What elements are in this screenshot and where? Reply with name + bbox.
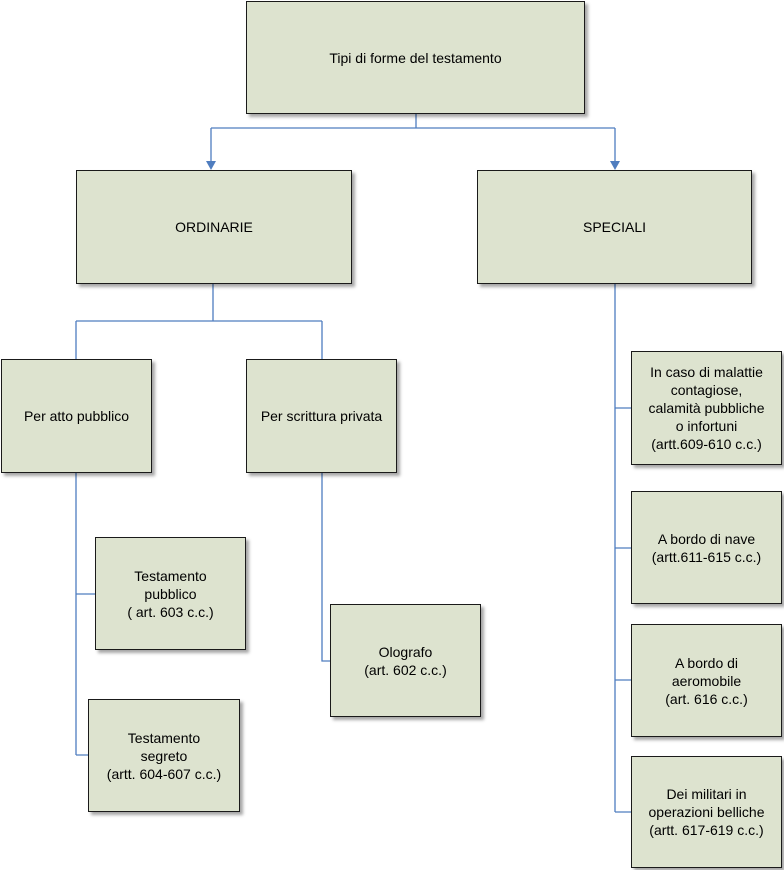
node-nave-label: A bordo di nave (artt.611-615 c.c.) <box>651 530 762 565</box>
node-atto-pubblico: Per atto pubblico <box>1 359 152 473</box>
arrow-speciali <box>610 161 620 170</box>
node-root-label: Tipi di forme del testamento <box>329 49 502 66</box>
node-speciali: SPECIALI <box>477 170 752 284</box>
connector-speciali <box>614 284 631 813</box>
node-scrittura-privata: Per scrittura privata <box>246 359 397 473</box>
connector-scrittura-privata <box>321 473 330 662</box>
node-aeromobile-label: A bordo di aeromobile (art. 616 c.c.) <box>665 654 748 707</box>
connector-root <box>210 114 616 163</box>
node-militari-label: Dei militari in operazioni belliche (art… <box>648 786 765 838</box>
node-ordinarie: ORDINARIE <box>76 170 352 284</box>
arrow-ordinarie <box>206 161 216 170</box>
node-malattie: In caso di malattie contagiose, calamità… <box>631 351 782 465</box>
node-testamento-segreto-label: Testamento segreto (artt. 604-607 c.c.) <box>106 729 222 782</box>
node-olografo-label: Olografo (art. 602 c.c.) <box>364 643 447 678</box>
node-militari: Dei militari in operazioni belliche (art… <box>631 756 782 868</box>
node-scrittura-privata-label: Per scrittura privata <box>260 408 383 424</box>
node-root: Tipi di forme del testamento <box>246 1 585 114</box>
connector-ordinarie <box>75 284 323 359</box>
node-atto-pubblico-label: Per atto pubblico <box>23 408 130 424</box>
node-testamento-pubblico-label: Testamento pubblico ( art. 603 c.c.) <box>127 567 214 620</box>
node-testamento-segreto: Testamento segreto (artt. 604-607 c.c.) <box>88 699 240 812</box>
node-malattie-label: In caso di malattie contagiose, calamità… <box>648 364 765 452</box>
connector-atto-pubblico <box>75 473 95 756</box>
node-testamento-pubblico: Testamento pubblico ( art. 603 c.c.) <box>95 537 246 650</box>
node-speciali-label: SPECIALI <box>582 219 647 235</box>
node-ordinarie-label: ORDINARIE <box>175 219 253 235</box>
node-nave: A bordo di nave (artt.611-615 c.c.) <box>631 491 782 604</box>
node-olografo: Olografo (art. 602 c.c.) <box>330 604 481 717</box>
node-aeromobile: A bordo di aeromobile (art. 616 c.c.) <box>631 624 782 737</box>
